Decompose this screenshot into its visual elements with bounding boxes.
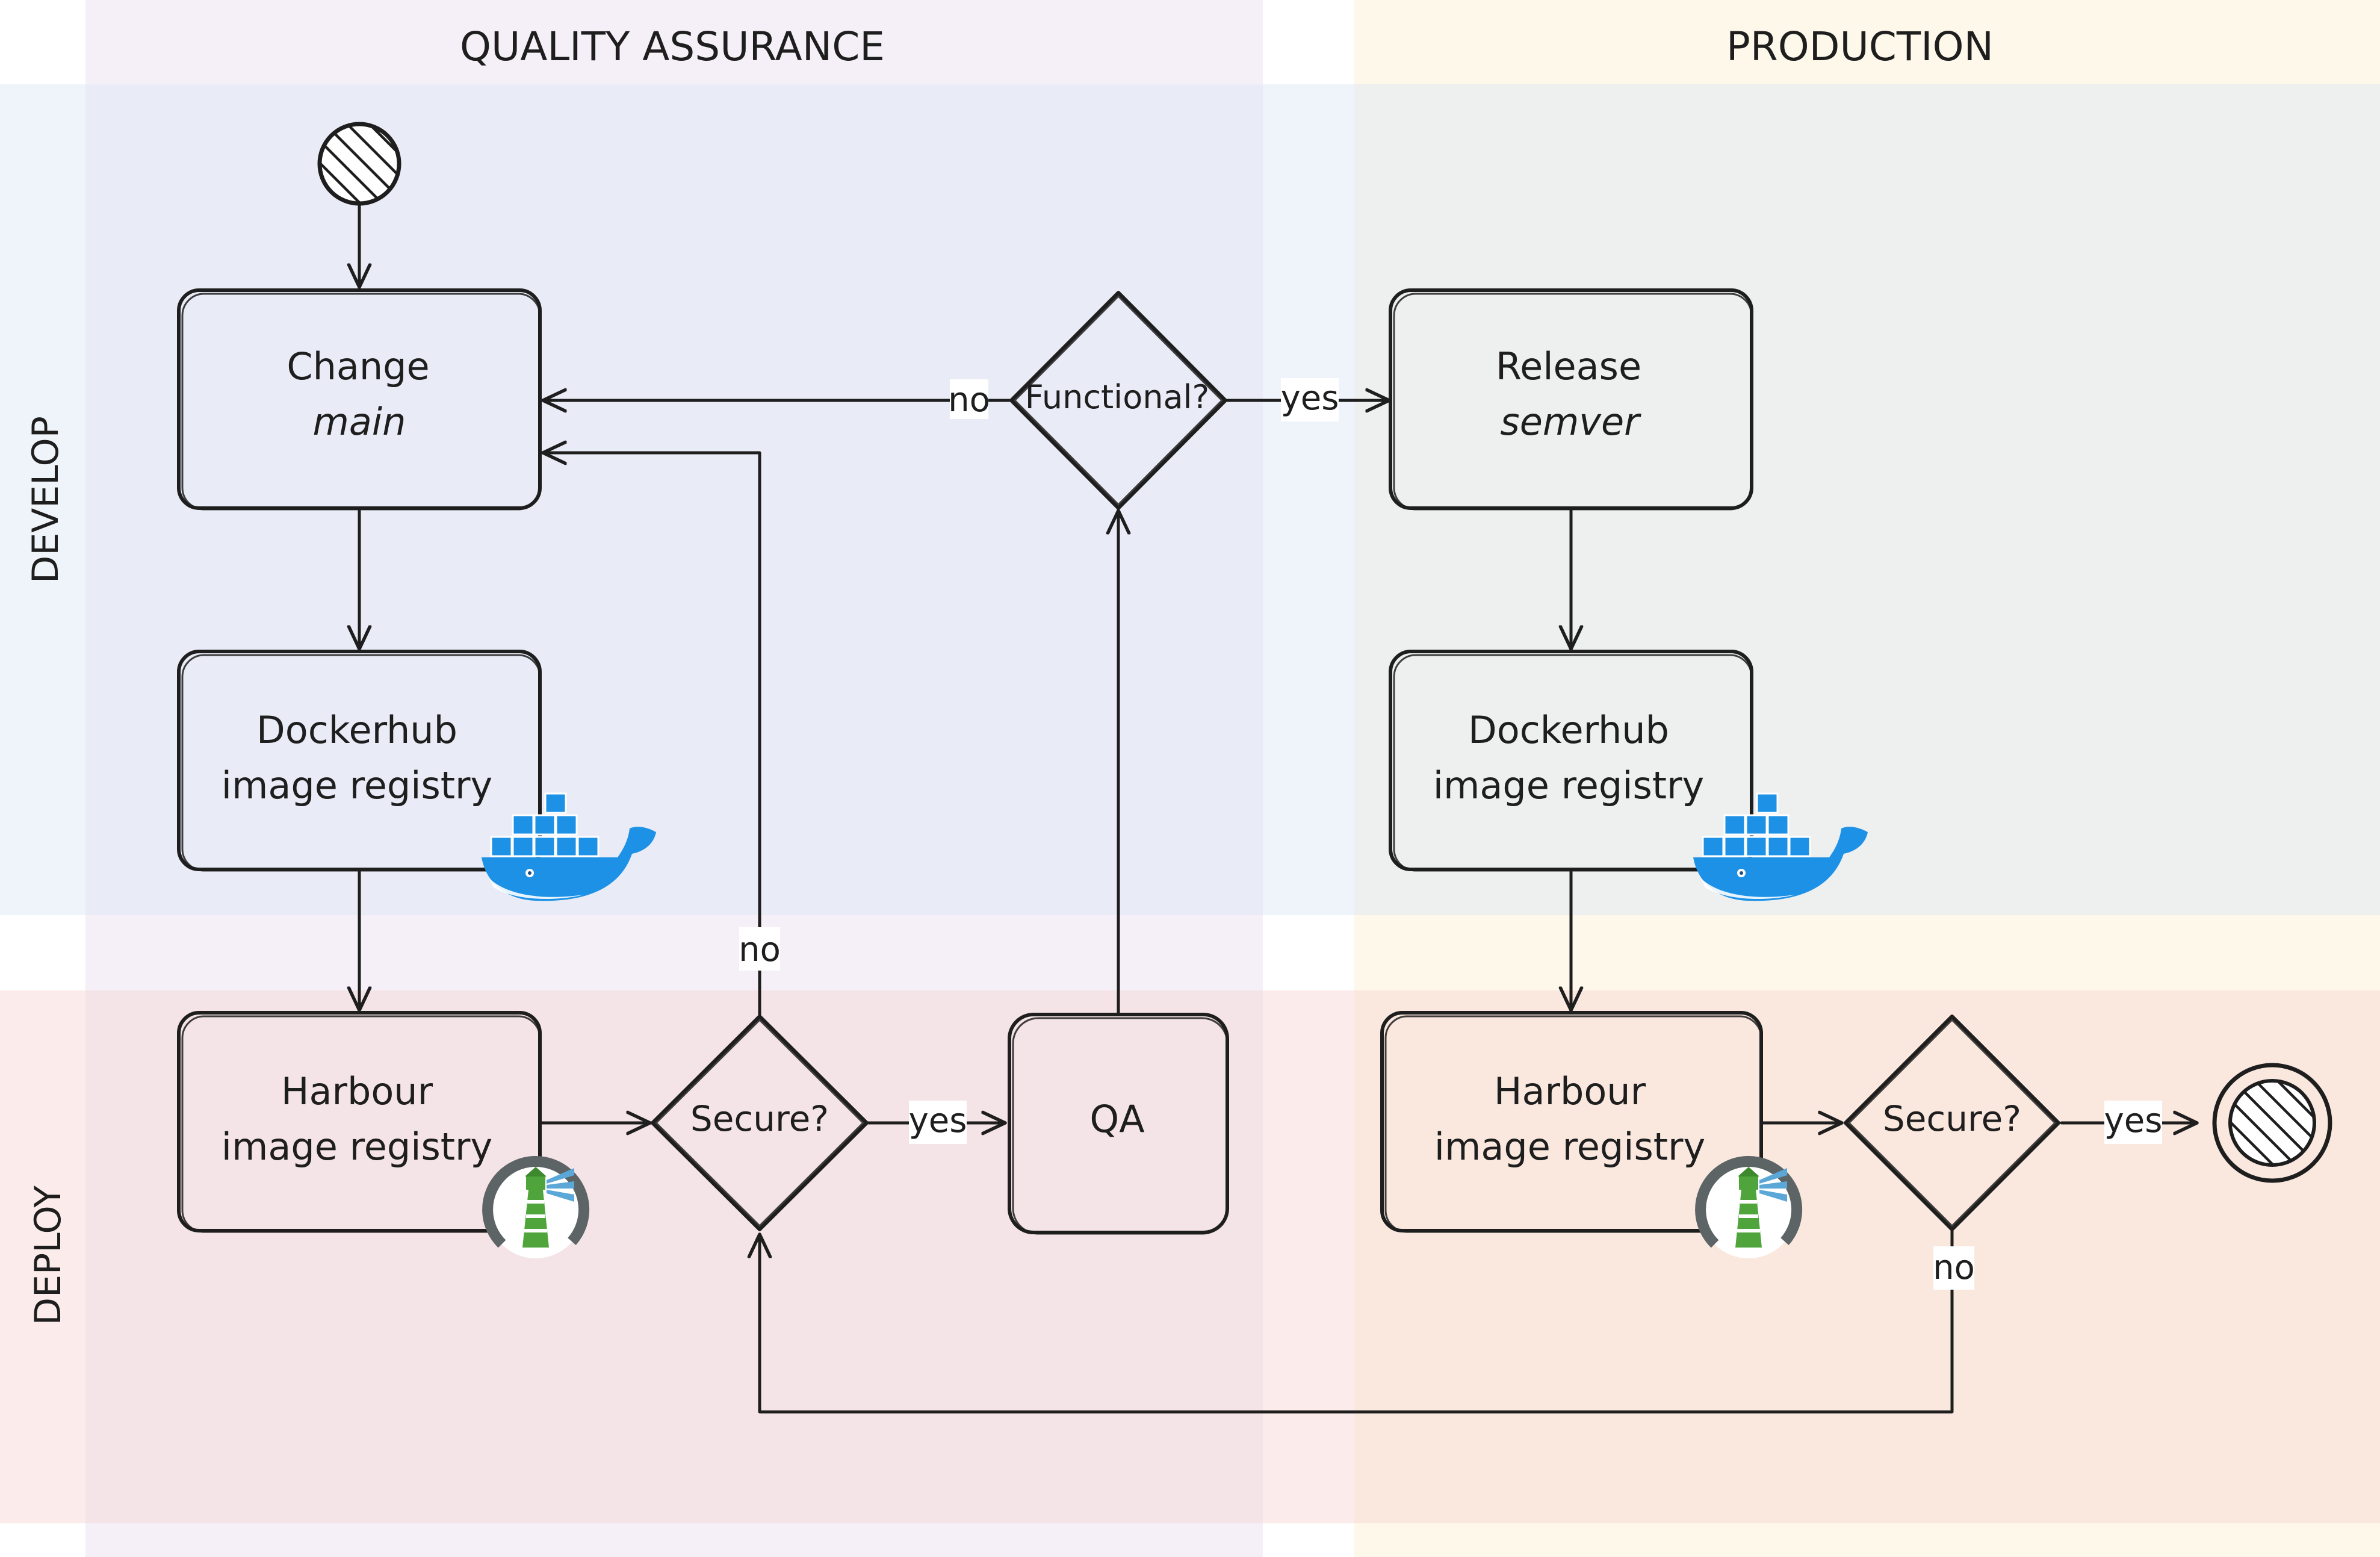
lane-quality-assurance [85,0,1263,1557]
node-dockerhub-qa: Dockerhub image registry [177,650,542,872]
docker-whale-icon [482,792,656,901]
edge-label-secure-qa-yes: yes [909,1101,967,1140]
lane-deploy [0,990,2380,1523]
node-qa-label: QA [1089,1097,1144,1141]
harbor-lighthouse-icon [482,1155,590,1258]
node-functional: Functional? [1009,291,1227,510]
node-harbour-prod-subtitle: image registry [1434,1125,1705,1169]
edge-label-functional-no: no [948,381,990,420]
node-change-subtitle: main [313,400,406,444]
node-release-title: Release [1496,344,1641,388]
edge-label-secure-prod-yes: yes [2104,1101,2163,1140]
node-release-subtitle: semver [1500,400,1641,444]
lane-label-deploy: DEPLOY [27,1186,69,1326]
node-secure-prod: Secure? [1844,1015,2060,1231]
node-change-main: Change main [177,288,542,511]
node-secure-qa: Secure? [651,1015,869,1231]
node-functional-label: Functional? [1025,378,1209,416]
node-harbour-prod-title: Harbour [1494,1069,1646,1113]
node-harbour-prod: Harbour image registry [1380,1011,1763,1233]
harbor-lighthouse-icon [1695,1155,1803,1258]
node-secure-prod-label: Secure? [1883,1098,2021,1139]
node-secure-qa-label: Secure? [690,1098,829,1139]
node-release-semver: Release semver [1389,288,1753,511]
lane-production [1354,0,2380,1557]
end-node-icon [2212,1063,2332,1183]
node-dockerhub-qa-title: Dockerhub [256,708,457,752]
node-dockerhub-qa-subtitle: image registry [222,763,492,807]
node-dockerhub-prod: Dockerhub image registry [1389,650,1753,872]
lane-label-develop: DEVELOP [25,416,67,583]
edge-labels: no yes no yes yes no [739,378,2162,1290]
node-change-title: Change [287,344,429,388]
node-dockerhub-prod-subtitle: image registry [1433,763,1704,807]
node-dockerhub-prod-title: Dockerhub [1468,708,1669,752]
edge-label-secure-qa-no: no [739,930,781,969]
lane-label-production: PRODUCTION [1726,23,1994,70]
edge-label-secure-prod-no: no [1933,1248,1975,1287]
node-harbour-qa-title: Harbour [281,1069,433,1113]
node-harbour-qa-subtitle: image registry [222,1125,492,1169]
lane-develop [0,84,2380,915]
node-qa: QA [1008,1013,1229,1235]
edge-label-functional-yes: yes [1281,379,1339,418]
edge-secure-qa-to-change [543,453,761,1016]
start-node-icon [317,122,401,206]
edge-secure-prod-to-secure-qa [760,1229,1954,1414]
docker-whale-icon [1693,792,1868,901]
lane-label-quality-assurance: QUALITY ASSURANCE [460,23,885,70]
node-harbour-qa: Harbour image registry [177,1011,542,1233]
